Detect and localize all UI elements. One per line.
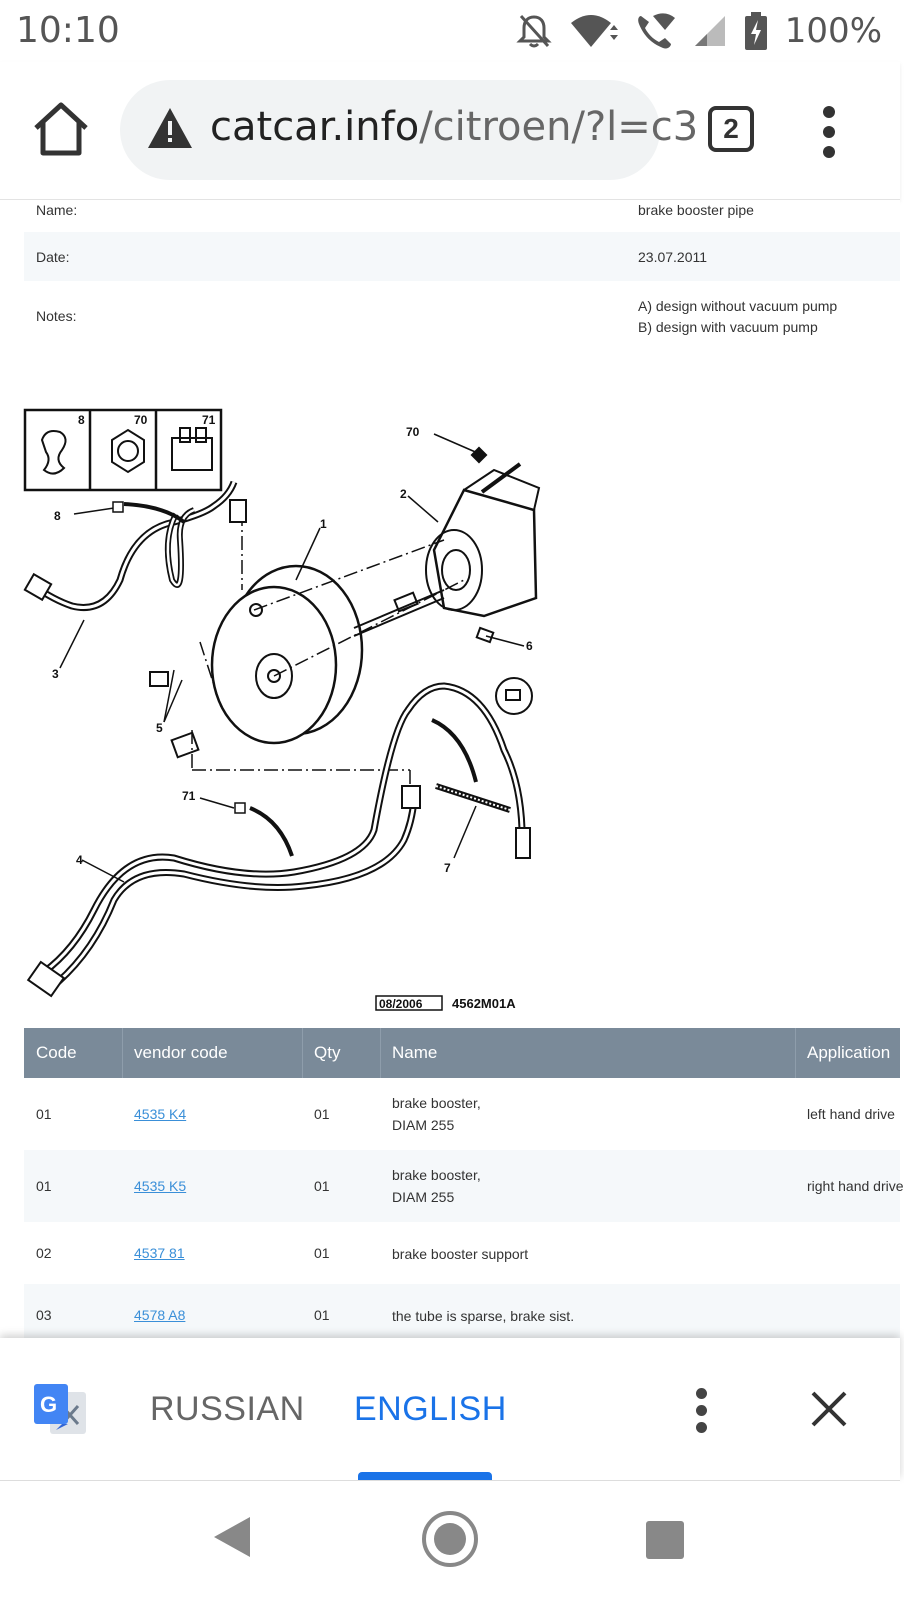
wifi-icon (570, 15, 618, 47)
home-button[interactable] (30, 98, 92, 160)
info-name-value: brake booster pipe (638, 202, 754, 218)
col-application: Application (807, 1043, 891, 1062)
callout-8: 8 (54, 509, 61, 523)
callout-2: 2 (400, 487, 407, 501)
col-name: Name (392, 1043, 438, 1062)
col-qty: Qty (314, 1043, 341, 1062)
url-path: /citroen/?l=c3 (419, 104, 699, 150)
inset-label-71: 71 (202, 413, 216, 427)
translate-menu-button[interactable] (694, 1388, 708, 1433)
callout-7: 7 (444, 861, 451, 875)
row-code: 01 (36, 1178, 52, 1194)
tab-switcher-button[interactable]: 2 (708, 106, 754, 152)
vendor-code-link[interactable]: 4535 K5 (134, 1178, 187, 1194)
row-qty: 01 (314, 1307, 330, 1323)
selected-language-indicator (358, 1472, 492, 1480)
google-translate-icon: G (34, 1384, 86, 1434)
row-code: 02 (36, 1245, 52, 1261)
signal-icon (694, 16, 725, 46)
ref-code-text: 4562M01A (452, 996, 516, 1011)
inset-label-70: 70 (134, 413, 148, 427)
row-name-line1: brake booster, (392, 1167, 481, 1183)
inset-box (23, 408, 223, 492)
more-vert-icon (694, 1388, 708, 1433)
row-qty: 01 (314, 1106, 330, 1122)
table-row: 02 4537 81 01 brake booster support (24, 1222, 900, 1284)
back-icon[interactable] (212, 1515, 252, 1559)
callout-5: 5 (156, 721, 163, 735)
callout-70: 70 (406, 425, 420, 439)
recents-icon[interactable] (646, 1521, 684, 1559)
vendor-code-link[interactable]: 4535 K4 (134, 1106, 187, 1122)
parts-diagram: 8 70 71 70 2 8 1 3 6 5 71 4 7 08/2006 45… (23, 408, 541, 1011)
date-box-text: 08/2006 (379, 997, 423, 1011)
parts-table-header: Code vendor code Qty Name Application (24, 1028, 900, 1078)
row-name-line1: brake booster support (392, 1246, 529, 1262)
col-code: Code (36, 1043, 77, 1062)
row-application: left hand drive (807, 1106, 895, 1122)
battery-charging-icon (744, 12, 767, 50)
vendor-code-link[interactable]: 4578 A8 (134, 1307, 186, 1323)
row-name-line2: DIAM 255 (392, 1189, 455, 1205)
row-qty: 01 (314, 1245, 330, 1261)
browser-menu-button[interactable] (814, 106, 844, 158)
row-code: 03 (36, 1307, 52, 1323)
parts-table: Code vendor code Qty Name Application 01… (24, 1028, 904, 1346)
url-host: catcar.info (210, 104, 420, 150)
language-tab-english[interactable]: ENGLISH (354, 1390, 507, 1428)
info-table: Name: brake booster pipe Date: 23.07.201… (24, 200, 900, 353)
info-notes-label: Notes: (36, 308, 77, 324)
row-name-line2: DIAM 255 (392, 1117, 455, 1133)
notifications-off-icon (516, 14, 552, 48)
row-application: right hand drive (807, 1178, 904, 1194)
browser-toolbar: catcar.info/citroen/?l=c3 2 (0, 62, 900, 200)
home-circle-icon[interactable] (422, 1511, 478, 1567)
svg-text:G: G (40, 1392, 57, 1417)
info-date-value: 23.07.2011 (638, 249, 708, 265)
inset-label-8: 8 (78, 413, 85, 427)
callout-4: 4 (76, 853, 83, 867)
info-row-notes: Notes: A) design without vacuum pump B) … (24, 281, 900, 353)
translate-bar: G RUSSIAN ENGLISH (0, 1338, 900, 1480)
info-notes-line1: A) design without vacuum pump (638, 298, 838, 314)
status-time: 10:10 (16, 10, 120, 51)
table-row: 01 4535 K5 01 brake booster, DIAM 255 ri… (24, 1150, 904, 1222)
page-content[interactable]: Name: brake booster pipe Date: 23.07.201… (0, 200, 904, 1346)
row-qty: 01 (314, 1178, 330, 1194)
wifi-calling-icon (637, 13, 675, 49)
url-text[interactable]: catcar.info/citroen/?l=c3 (210, 104, 698, 150)
warning-icon[interactable] (146, 106, 194, 150)
more-vert-icon (814, 106, 844, 158)
info-row-date: Date: 23.07.2011 (24, 232, 900, 281)
callout-6: 6 (526, 639, 533, 653)
status-bar: 10:10 100% (0, 0, 900, 62)
row-code: 01 (36, 1106, 52, 1122)
callout-3: 3 (52, 667, 59, 681)
info-row-name: Name: brake booster pipe (24, 200, 900, 232)
info-notes-line2: B) design with vacuum pump (638, 319, 818, 335)
info-name-label: Name: (36, 202, 78, 218)
home-icon (34, 102, 88, 156)
info-date-label: Date: (36, 249, 70, 265)
row-name-line1: the tube is sparse, brake sist. (392, 1308, 575, 1324)
callout-1: 1 (320, 517, 327, 531)
table-row: 03 4578 A8 01 the tube is sparse, brake … (24, 1284, 900, 1346)
close-icon[interactable] (810, 1390, 848, 1428)
battery-percent: 100% (784, 11, 882, 51)
system-nav-bar (0, 1480, 900, 1600)
language-tab-russian[interactable]: RUSSIAN (150, 1390, 305, 1428)
table-row: 01 4535 K4 01 brake booster, DIAM 255 le… (24, 1078, 900, 1150)
col-vendor-code: vendor code (134, 1043, 228, 1062)
row-name-line1: brake booster, (392, 1095, 481, 1111)
vendor-code-link[interactable]: 4537 81 (134, 1245, 185, 1261)
address-bar[interactable]: catcar.info/citroen/?l=c3 (120, 80, 698, 180)
status-icons: 100% (516, 10, 882, 52)
callout-71: 71 (182, 789, 196, 803)
